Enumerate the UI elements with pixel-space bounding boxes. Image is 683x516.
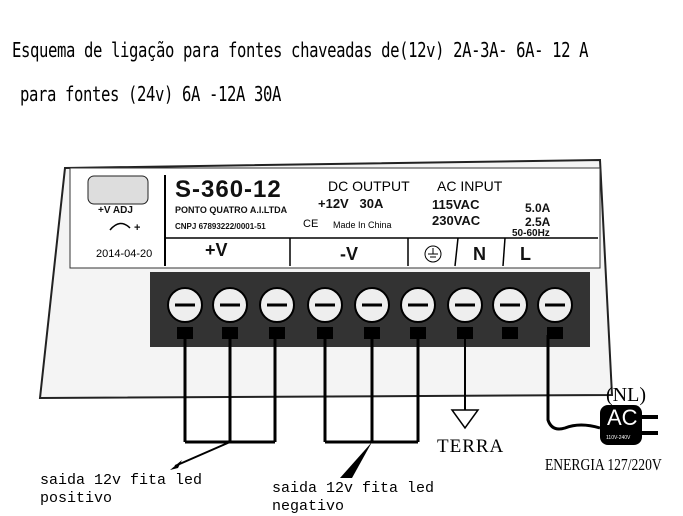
label-panel <box>69 167 601 269</box>
cnpj: CNPJ 67893222/0001-51 <box>175 222 266 231</box>
ac-115: 115VAC <box>432 197 480 212</box>
dc-output-label: DC OUTPUT <box>328 178 410 194</box>
ground-label: TERRA <box>437 436 505 457</box>
out-positive-line-1: saida 12v fita led <box>40 472 203 489</box>
terminal-clamp <box>177 327 193 339</box>
ac-230: 230VAC <box>432 213 481 228</box>
amp-2-5: 2.5A <box>525 215 551 229</box>
terminal-clamp <box>457 327 473 339</box>
wires-positive <box>174 335 277 467</box>
terminal-clamp <box>547 327 563 339</box>
wires-negative <box>323 335 420 444</box>
out-positive-line-2: positivo <box>40 490 113 507</box>
arrow-positive-icon <box>170 460 182 470</box>
frequency: 50-60Hz <box>512 228 550 239</box>
ac-plug-icon <box>600 405 642 445</box>
plug-range: 110V-240V <box>606 435 631 441</box>
terminal-clamp <box>269 327 285 339</box>
terminal-positive-label: +V <box>205 240 228 260</box>
out-negative-line-2: negativo <box>272 498 345 515</box>
arrow-negative-icon <box>340 442 372 478</box>
terminal-clamp <box>222 327 238 339</box>
out-negative-line-1: saida 12v fita led <box>272 480 435 497</box>
ac-input-label: AC INPUT <box>437 178 503 194</box>
energy-label: ENERGIA 127/220V <box>545 455 662 474</box>
ground-symbol-icon <box>424 245 442 263</box>
terminal-clamp <box>364 327 380 339</box>
terminal-clamp <box>502 327 518 339</box>
ground-triangle-icon <box>450 409 480 430</box>
wire-ac <box>546 335 601 431</box>
terminal-n-label: N <box>473 244 486 264</box>
model-number: S-360-12 <box>175 176 282 203</box>
made-in: Made In China <box>333 220 392 230</box>
adj-arrow-icon <box>109 222 131 231</box>
terminal-negative-label: -V <box>340 244 358 264</box>
terminal-clamp <box>410 327 426 339</box>
adj-potentiometer <box>87 175 149 205</box>
date: 2014-04-20 <box>96 248 153 260</box>
dc-output-value: +12V 30A <box>318 196 384 211</box>
ce-mark: CE <box>303 218 319 230</box>
amp-5: 5.0A <box>525 201 551 215</box>
title-line-2: para fontes (24v) 6A -12A 30A <box>20 82 282 106</box>
terminal-clamp <box>317 327 333 339</box>
plug-ac-label: AC <box>607 405 638 430</box>
terminal-l-label: L <box>520 244 531 264</box>
adj-label: +V ADJ <box>98 205 133 216</box>
adj-plus: + <box>134 222 141 234</box>
nl-label: (NL) <box>606 384 646 406</box>
title-line-1: Esquema de ligação para fontes chaveadas… <box>12 38 589 62</box>
company-name: PONTO QUATRO A.I.LTDA <box>175 205 288 215</box>
